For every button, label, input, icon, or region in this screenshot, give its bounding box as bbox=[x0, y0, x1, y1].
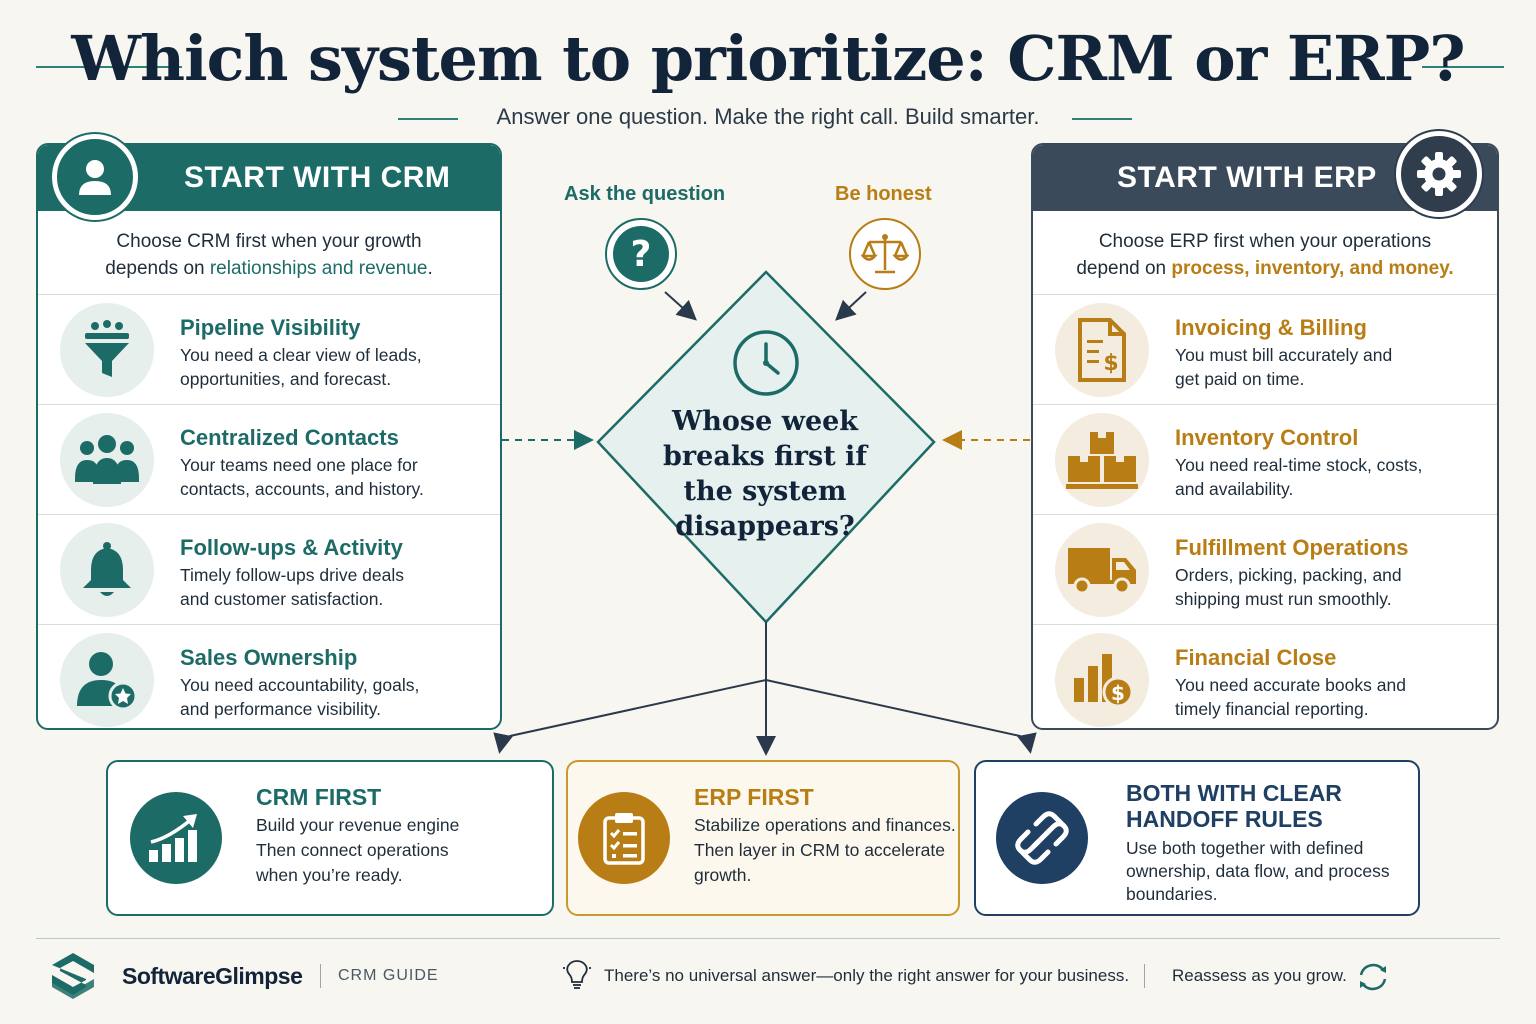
honest-arrow bbox=[835, 291, 867, 321]
erp-item-fulfillment: Fulfillment Operations Orders, picking, … bbox=[1033, 515, 1497, 625]
title-rule-right bbox=[1422, 66, 1504, 68]
erp-item-title: Financial Close bbox=[1175, 645, 1337, 670]
subtitle-rule-left bbox=[398, 118, 458, 120]
erp-panel-intro: Choose ERP first when your operations de… bbox=[1033, 211, 1497, 295]
crm-user-badge-icon bbox=[52, 134, 138, 220]
erp-item-financial: $ Financial Close You need accurate book… bbox=[1033, 625, 1497, 728]
ask-arrow bbox=[664, 291, 697, 321]
page-title: Which system to prioritize: CRM or ERP? bbox=[71, 22, 1465, 95]
ask-question-label: Ask the question bbox=[564, 183, 726, 205]
outcome-title: CRM FIRST bbox=[256, 784, 382, 810]
footer-separator bbox=[1144, 964, 1145, 988]
svg-text:$: $ bbox=[1111, 681, 1125, 705]
crm-item-followups: Follow-ups & Activity Timely follow-ups … bbox=[38, 515, 500, 625]
footer-reassess: Reassess as you grow. bbox=[1172, 966, 1347, 985]
erp-panel: START WITH ERP Choose ERP first when you… bbox=[1031, 143, 1499, 730]
page-subtitle: Answer one question. Make the right call… bbox=[496, 104, 1040, 129]
brand-tag: CRM GUIDE bbox=[338, 967, 439, 984]
crm-item-ownership: Sales Ownership You need accountability,… bbox=[38, 625, 500, 728]
footer-tip: There’s no universal answer—only the rig… bbox=[604, 966, 1130, 985]
outcome-erp-first: ERP FIRST Stabilize operations and finan… bbox=[566, 760, 960, 916]
people-icon bbox=[60, 413, 154, 507]
user-star-icon bbox=[60, 633, 154, 727]
invoice-icon: $ bbox=[1055, 303, 1149, 397]
crm-item-desc: You need a clear view of leads,opportuni… bbox=[180, 345, 422, 389]
crm-item-desc: You need accountability, goals,and perfo… bbox=[180, 675, 420, 719]
brand-name: SoftwareGlimpse bbox=[122, 963, 303, 989]
crm-intro-suffix: . bbox=[427, 258, 433, 279]
brand-logo-icon bbox=[48, 951, 98, 1001]
central-question: Whose week breaks first if the system di… bbox=[663, 406, 867, 542]
subtitle-rule-right bbox=[1072, 118, 1132, 120]
erp-item-desc: You need real-time stock, costs,and avai… bbox=[1175, 455, 1423, 499]
crm-item-contacts: Centralized Contacts Your teams need one… bbox=[38, 405, 500, 515]
crm-intro-highlight: relationships and revenue bbox=[209, 258, 428, 279]
crm-item-title: Follow-ups & Activity bbox=[180, 535, 403, 560]
erp-intro-highlight: process, inventory, and money. bbox=[1171, 258, 1454, 279]
question-mark-icon: ? bbox=[605, 218, 677, 290]
branch-both bbox=[765, 679, 1037, 754]
refresh-icon bbox=[1356, 960, 1390, 994]
outcome-title: ERP FIRST bbox=[694, 784, 814, 810]
crm-item-pipeline: Pipeline Visibility You need a clear vie… bbox=[38, 295, 500, 405]
erp-item-inventory: Inventory Control You need real-time sto… bbox=[1033, 405, 1497, 515]
footer-divider bbox=[36, 938, 1500, 939]
crm-item-title: Pipeline Visibility bbox=[180, 315, 361, 340]
outcome-desc: Stabilize operations and finances.Then l… bbox=[694, 815, 956, 885]
gear-icon bbox=[1396, 131, 1482, 217]
crm-panel-intro: Choose CRM first when your growth depend… bbox=[38, 211, 500, 295]
erp-intro-mid: depend on bbox=[1076, 258, 1172, 279]
erp-item-title: Fulfillment Operations bbox=[1175, 535, 1409, 560]
erp-item-title: Inventory Control bbox=[1175, 425, 1359, 450]
link-icon bbox=[996, 792, 1088, 884]
be-honest-label: Be honest bbox=[835, 183, 932, 205]
funnel-icon bbox=[60, 303, 154, 397]
title-rule-left bbox=[36, 66, 182, 68]
erp-intro-line1: Choose ERP first when your operations bbox=[1098, 231, 1432, 252]
bell-icon bbox=[60, 523, 154, 617]
crm-item-title: Centralized Contacts bbox=[180, 425, 399, 450]
erp-item-title: Invoicing & Billing bbox=[1175, 315, 1367, 340]
branch-crm bbox=[493, 679, 767, 754]
crm-intro-line1: Choose CRM first when your growth bbox=[116, 231, 422, 252]
crm-item-title: Sales Ownership bbox=[180, 645, 358, 670]
clipboard-icon bbox=[578, 792, 670, 884]
clock-icon bbox=[731, 328, 801, 398]
scales-icon bbox=[849, 218, 921, 290]
footer-separator bbox=[320, 964, 321, 988]
finance-chart-icon: $ bbox=[1055, 633, 1149, 727]
growth-chart-icon bbox=[130, 792, 222, 884]
crm-intro-mid: depends on bbox=[105, 258, 210, 279]
svg-text:$: $ bbox=[1103, 351, 1118, 376]
erp-item-invoicing: $ Invoicing & Billing You must bill accu… bbox=[1033, 295, 1497, 405]
truck-icon bbox=[1055, 523, 1149, 617]
boxes-icon bbox=[1055, 413, 1149, 507]
lightbulb-icon bbox=[562, 958, 592, 992]
